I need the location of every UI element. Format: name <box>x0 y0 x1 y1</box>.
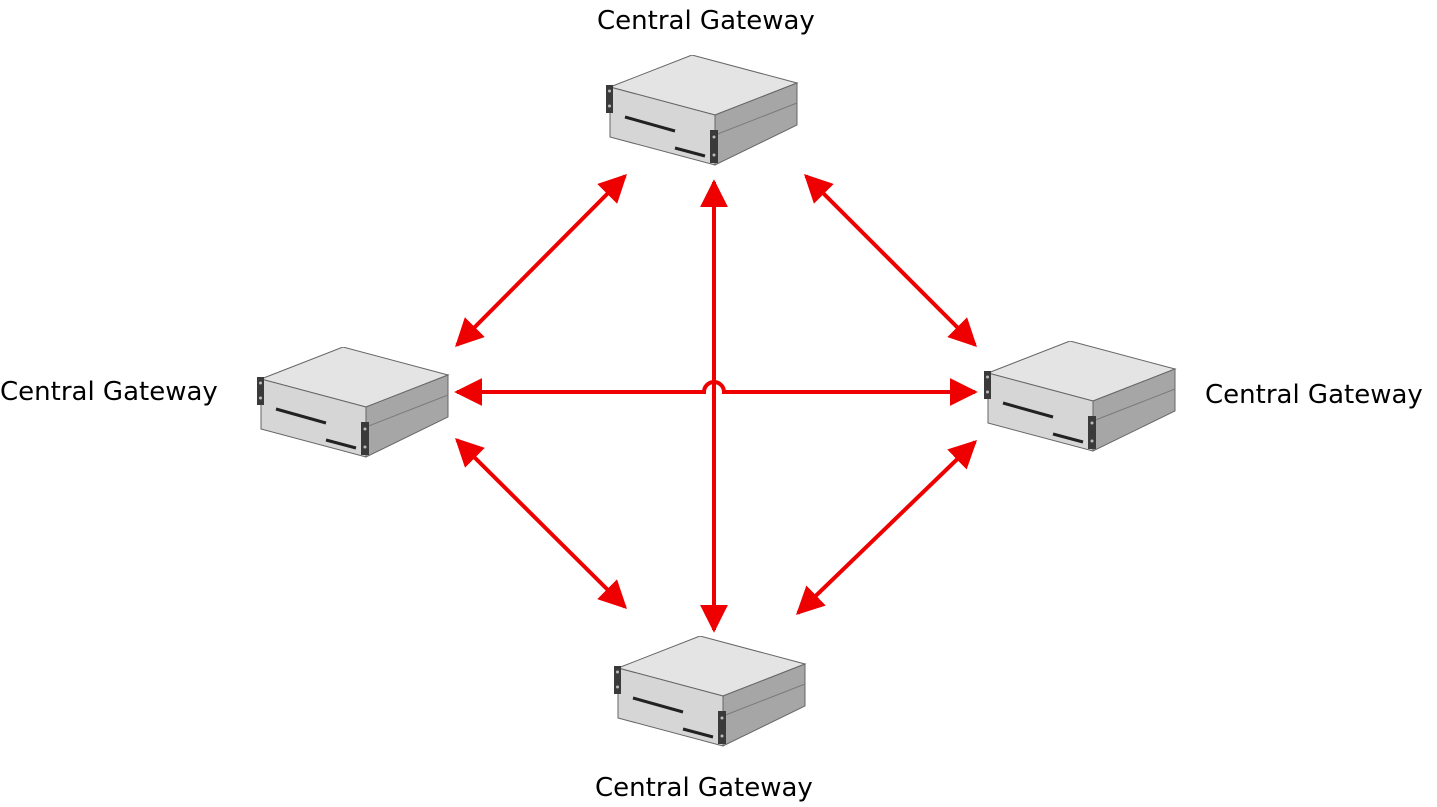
server-icon <box>606 55 799 166</box>
server-icon <box>984 341 1177 452</box>
connection-top-left <box>455 174 627 347</box>
server-icon <box>614 636 807 747</box>
connection-left-bottom <box>455 438 627 609</box>
server-icon <box>257 347 450 458</box>
connection-top-right <box>804 174 977 347</box>
connection-left-right <box>454 378 978 406</box>
connection-right-bottom <box>795 440 978 615</box>
node-label-left: Central Gateway <box>0 377 218 407</box>
node-label-top: Central Gateway <box>597 6 815 36</box>
node-label-bottom: Central Gateway <box>595 773 813 803</box>
node-label-right: Central Gateway <box>1205 380 1423 410</box>
